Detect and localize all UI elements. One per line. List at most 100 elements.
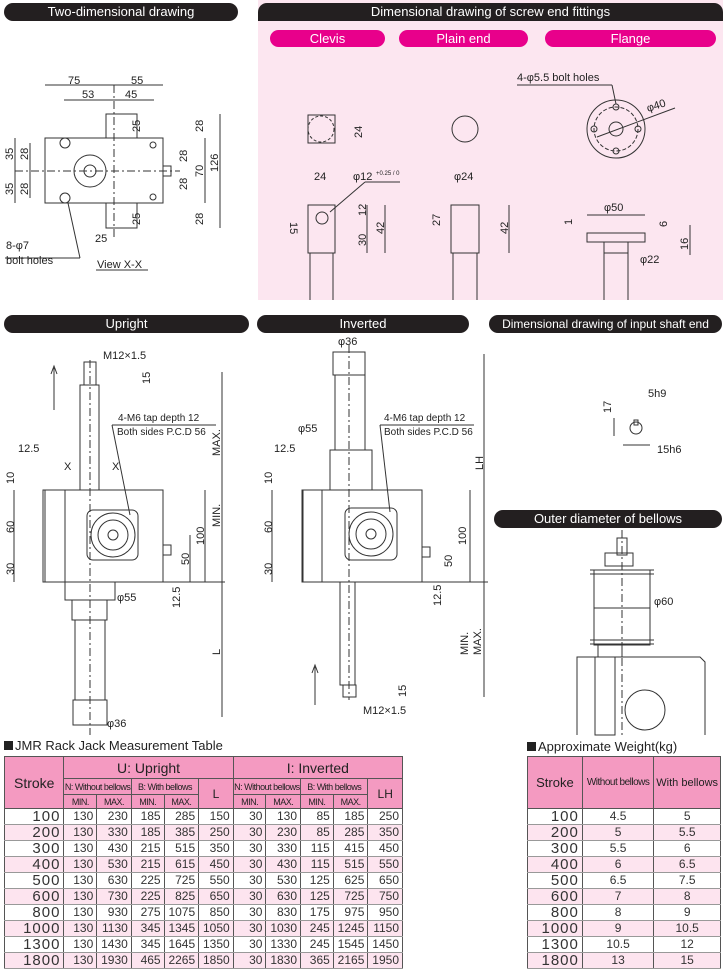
weight-cell: 15 [653, 952, 721, 969]
value-cell: 330 [96, 824, 132, 841]
tap-label: 4-M6 tap depth 12 [384, 413, 466, 424]
weight-cell: 5.5 [653, 824, 721, 841]
min-label: MIN. [459, 632, 471, 655]
dim-55: 55 [131, 75, 143, 87]
dim-24: 24 [314, 171, 326, 183]
section-header-upright: Upright [4, 315, 249, 333]
stroke-cell: 400 [3, 856, 65, 873]
value-cell: 115 [300, 856, 334, 873]
weight-cell: 9 [653, 904, 721, 921]
value-cell: 550 [367, 856, 403, 873]
dim-25: 25 [131, 213, 143, 225]
value-cell: 125 [300, 872, 334, 889]
value-cell: 185 [130, 808, 165, 825]
dim-27: 27 [431, 214, 443, 226]
stroke-cell: 500 [527, 872, 583, 889]
value-cell: 125 [300, 888, 334, 905]
value-cell: 130 [63, 824, 98, 841]
value-cell: 1350 [198, 936, 234, 953]
col-max: MAX. [332, 794, 369, 809]
dim-phi36: φ36 [338, 336, 357, 348]
dim-phi40: φ40 [645, 97, 667, 114]
value-cell: 85 [300, 808, 334, 825]
value-cell: 250 [367, 808, 403, 825]
value-cell: 930 [96, 904, 132, 921]
col-without-bellows: Without bellows [581, 756, 655, 809]
value-cell: 1930 [96, 952, 132, 969]
value-cell: 1330 [265, 936, 302, 953]
value-cell: 975 [332, 904, 369, 921]
section-header-bellows: Outer diameter of bellows [494, 510, 722, 528]
value-cell: 130 [63, 888, 98, 905]
stroke-cell: 200 [527, 824, 583, 841]
value-cell: 185 [130, 824, 165, 841]
pcd-label: Both sides P.C.D 56 [117, 427, 206, 438]
value-cell: 1075 [163, 904, 200, 921]
value-cell: 130 [63, 808, 98, 825]
weight-table-title: Approximate Weight(kg) [527, 739, 677, 754]
value-cell: 175 [300, 904, 334, 921]
value-cell: 365 [300, 952, 334, 969]
value-cell: 530 [265, 872, 302, 889]
dim-17: 17 [602, 401, 614, 413]
value-cell: 1450 [367, 936, 403, 953]
value-cell: 825 [163, 888, 200, 905]
weight-cell: 8 [581, 904, 655, 921]
value-cell: 350 [367, 824, 403, 841]
weight-cell: 8 [653, 888, 721, 905]
measurement-table-title: JMR Rack Jack Measurement Table [4, 738, 223, 753]
dim-60: 60 [263, 521, 275, 533]
stroke-cell: 400 [527, 856, 583, 873]
stroke-cell: 1300 [3, 936, 65, 953]
col-max: MAX. [265, 794, 302, 809]
weight-cell: 7.5 [653, 872, 721, 889]
value-cell: 850 [198, 904, 234, 921]
dim-15h6: 15h6 [657, 444, 681, 456]
dim-28: 28 [19, 183, 31, 195]
value-cell: 430 [265, 856, 302, 873]
col-min: MIN. [300, 794, 334, 809]
value-cell: 1430 [96, 936, 132, 953]
value-cell: 230 [96, 808, 132, 825]
weight-cell: 4.5 [581, 808, 655, 825]
tap-label: 4-M6 tap depth 12 [118, 413, 200, 424]
col-without-bellows: N: Without bellows [63, 778, 132, 795]
col-max: MAX. [163, 794, 200, 809]
value-cell: 285 [332, 824, 369, 841]
weight-cell: 5 [653, 808, 721, 825]
value-cell: 725 [163, 872, 200, 889]
value-cell: 250 [198, 824, 234, 841]
value-cell: 950 [367, 904, 403, 921]
dim-12: 12 [357, 204, 369, 216]
value-cell: 730 [96, 888, 132, 905]
stroke-cell: 1800 [3, 952, 65, 969]
value-cell: 30 [232, 808, 267, 825]
value-cell: 515 [163, 840, 200, 857]
value-cell: 275 [130, 904, 165, 921]
value-cell: 830 [265, 904, 302, 921]
stroke-cell: 1300 [527, 936, 583, 953]
value-cell: 1245 [332, 920, 369, 937]
stroke-cell: 200 [3, 824, 65, 841]
value-cell: 345 [130, 920, 165, 937]
two-dimensional-drawing [5, 84, 221, 271]
dim-6: 6 [658, 221, 670, 227]
value-cell: 230 [265, 824, 302, 841]
value-cell: 130 [265, 808, 302, 825]
technical-drawings: 75 55 53 45 25 28 35 28 35 28 28 28 70 1… [4, 72, 706, 736]
value-cell: 330 [265, 840, 302, 857]
dim-100: 100 [457, 527, 469, 545]
col-upright: U: Upright [63, 756, 234, 779]
col-with-bellows: B: With bellows [300, 778, 369, 795]
bolt-holes-label: bolt holes [6, 255, 54, 267]
value-cell: 450 [198, 856, 234, 873]
dim-28: 28 [178, 150, 190, 162]
col-min: MIN. [63, 794, 98, 809]
inverted-drawing [271, 345, 488, 705]
